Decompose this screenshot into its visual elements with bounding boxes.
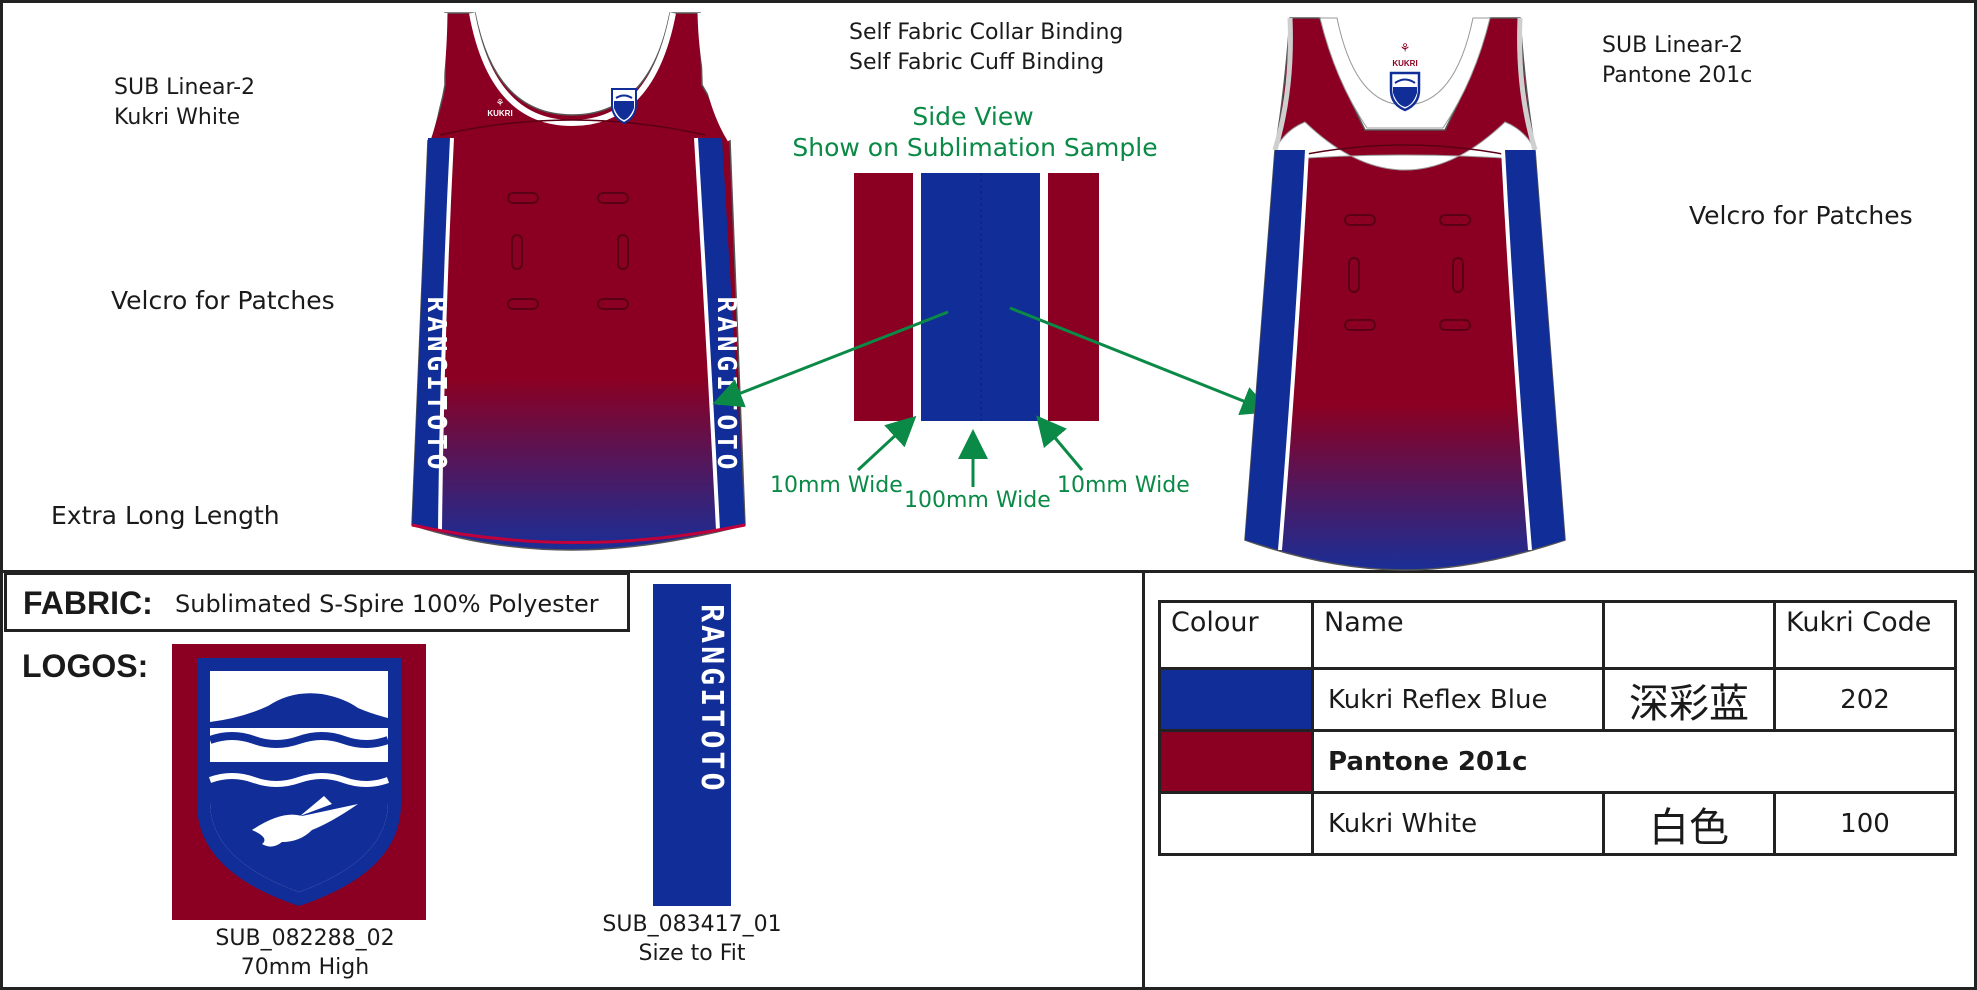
- colour-table-header: Colour Name Kukri Code: [1158, 600, 1957, 670]
- back-right-blue-panel: [1503, 150, 1565, 550]
- crest-logo: [172, 644, 426, 920]
- back-fabric-line1: SUB Linear-2: [1602, 33, 1744, 58]
- front-right-blue-panel: [696, 138, 745, 530]
- swatch-red: [1158, 729, 1314, 794]
- side-left-white-stripe: [913, 173, 921, 421]
- front-velcro-note: Velcro for Patches: [111, 286, 335, 315]
- fabric-box: FABRIC: Sublimated S-Spire 100% Polyeste…: [4, 572, 630, 632]
- fabric-value: Sublimated S-Spire 100% Polyester: [175, 590, 599, 618]
- front-neck-binding: [469, 12, 676, 127]
- front-crest-icon: [611, 88, 637, 125]
- back-crest-icon: [1389, 71, 1421, 112]
- colour-chinese: 白色: [1602, 791, 1776, 856]
- text-logo-size: Size to Fit: [638, 941, 746, 966]
- colour-name: Kukri Reflex Blue: [1311, 667, 1605, 732]
- arrow-to-front: [712, 310, 949, 408]
- colour-table: Colour Name Kukri Code Kukri Reflex Blue…: [1158, 600, 1957, 856]
- colour-code: 100: [1773, 791, 1957, 856]
- table-row: Kukri Reflex Blue 深彩蓝 202: [1158, 667, 1957, 732]
- header-kukri-code: Kukri Code: [1773, 600, 1957, 670]
- back-brand-logo: KUKRI: [1392, 59, 1417, 68]
- header-colour: Colour: [1158, 600, 1314, 670]
- table-row: Pantone 201c: [1158, 729, 1957, 794]
- side-view-title: Side View: [912, 102, 1034, 131]
- back-white-yoke: [1319, 17, 1491, 129]
- side-view-panel: [854, 173, 1099, 421]
- svg-text:⚘: ⚘: [496, 98, 505, 109]
- table-row: Kukri White 白色 100: [1158, 791, 1957, 856]
- front-dress-illustration: KUKRI ⚘ RANGITOTO RANGITOTO: [411, 12, 746, 551]
- right-stripe-width: 10mm Wide: [1057, 473, 1190, 498]
- header-chinese: [1602, 600, 1776, 670]
- front-fabric-line1: SUB Linear-2: [114, 75, 256, 100]
- crest-size: 70mm High: [240, 955, 370, 980]
- side-right-white-stripe: [1040, 173, 1048, 421]
- svg-text:⚘: ⚘: [1400, 41, 1411, 55]
- top-section-divider: [0, 570, 1977, 573]
- logos-label: LOGOS:: [22, 648, 149, 684]
- colour-chinese: 深彩蓝: [1602, 667, 1776, 732]
- arrow-to-back: [1009, 306, 1272, 416]
- cuff-binding-note: Self Fabric Cuff Binding: [849, 50, 1105, 75]
- colour-name: Pantone 201c: [1311, 729, 1957, 794]
- bottom-vertical-divider: [1142, 570, 1145, 990]
- colour-name: Kukri White: [1311, 791, 1605, 856]
- arrow-left-stripe: [856, 415, 917, 472]
- swatch-white: [1158, 791, 1314, 856]
- side-view-subtitle: Show on Sublimation Sample: [792, 133, 1158, 162]
- back-left-blue-panel: [1245, 150, 1307, 550]
- fabric-label: FABRIC:: [23, 585, 153, 621]
- front-left-blue-panel: [412, 138, 452, 530]
- center-panel-width: 100mm Wide: [904, 488, 1051, 513]
- colour-code: 202: [1773, 667, 1957, 732]
- svg-text:RANGITOTO: RANGITOTO: [694, 604, 729, 794]
- collar-binding-note: Self Fabric Collar Binding: [849, 20, 1124, 45]
- front-length-note: Extra Long Length: [51, 501, 280, 530]
- text-logo-code: SUB_083417_01: [602, 912, 782, 937]
- front-body-panel: [411, 12, 746, 551]
- back-fabric-line2: Pantone 201c: [1602, 63, 1753, 88]
- front-left-side-text: RANGITOTO: [421, 297, 451, 474]
- header-name: Name: [1311, 600, 1605, 670]
- crest-code: SUB_082288_02: [215, 926, 395, 951]
- text-logo: RANGITOTO: [653, 584, 731, 906]
- crest-bird-icon: [252, 804, 358, 847]
- left-stripe-width: 10mm Wide: [770, 473, 903, 498]
- front-fabric-line2: Kukri White: [114, 105, 241, 130]
- back-velcro-note: Velcro for Patches: [1689, 201, 1913, 230]
- swatch-blue: [1158, 667, 1314, 732]
- arrow-right-stripe: [1036, 415, 1084, 471]
- front-brand-logo: KUKRI: [487, 109, 512, 118]
- back-dress-illustration: ⚘ KUKRI: [1244, 17, 1566, 571]
